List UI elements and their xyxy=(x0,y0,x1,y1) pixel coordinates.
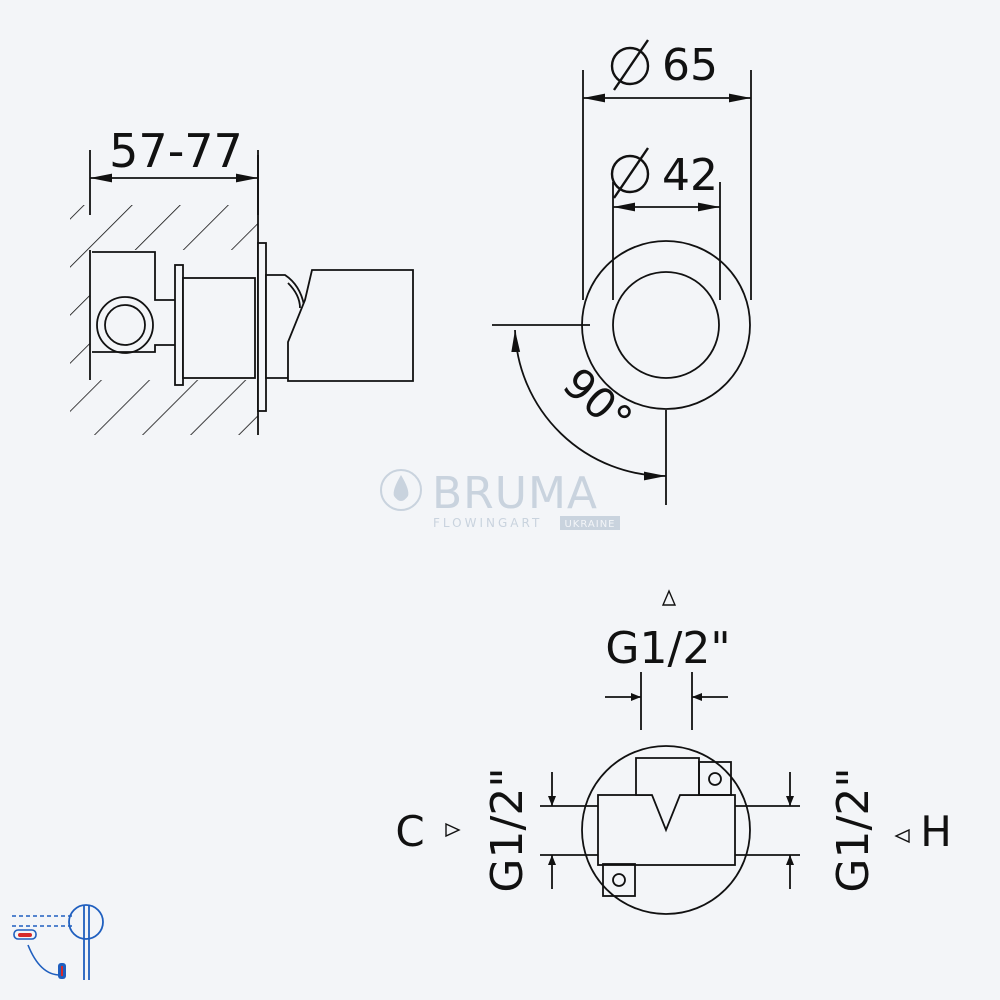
dim-top-outlet-thread: G1/2" xyxy=(605,623,730,674)
watermark-tagline: FLOWINGART xyxy=(433,516,542,530)
diameter-symbol-outer xyxy=(610,39,650,91)
dim-right-inlet-thread: G1/2" xyxy=(828,767,879,892)
drop-icon xyxy=(380,469,422,511)
connection-view xyxy=(445,589,910,915)
valve-body-circle xyxy=(581,745,751,915)
dim-inner-diameter: 42 xyxy=(662,150,718,201)
diameter-symbol-inner xyxy=(610,147,650,199)
watermark-region: UKRAINE xyxy=(564,519,615,530)
dim-outer-diameter: 65 xyxy=(662,40,718,91)
cold-inlet-label: C xyxy=(395,807,424,856)
cover-plate xyxy=(257,242,267,412)
outlet-flow-marker xyxy=(661,589,677,606)
front-view xyxy=(492,39,752,505)
hot-flow-marker xyxy=(894,828,910,844)
wall-mixer-icon xyxy=(12,904,104,980)
dim-side-depth: 57-77 xyxy=(109,124,243,178)
dim-rotation-angle: 90° xyxy=(554,358,642,444)
hot-inlet-label: H xyxy=(920,807,952,856)
mount-hole-bottom xyxy=(612,873,626,887)
side-view xyxy=(70,150,414,435)
inlet-pipe-circle xyxy=(96,296,154,354)
lever-handle xyxy=(287,269,414,382)
watermark-brand: BRUMA xyxy=(432,468,598,519)
inlet-pipe-inner xyxy=(104,304,146,346)
inner-handle xyxy=(612,271,720,379)
watermark: BRUMA FLOWINGART UKRAINE xyxy=(380,468,620,530)
mount-hole-top xyxy=(708,772,722,786)
dim-left-inlet-thread: G1/2" xyxy=(482,767,533,892)
cold-flow-marker xyxy=(445,822,461,838)
